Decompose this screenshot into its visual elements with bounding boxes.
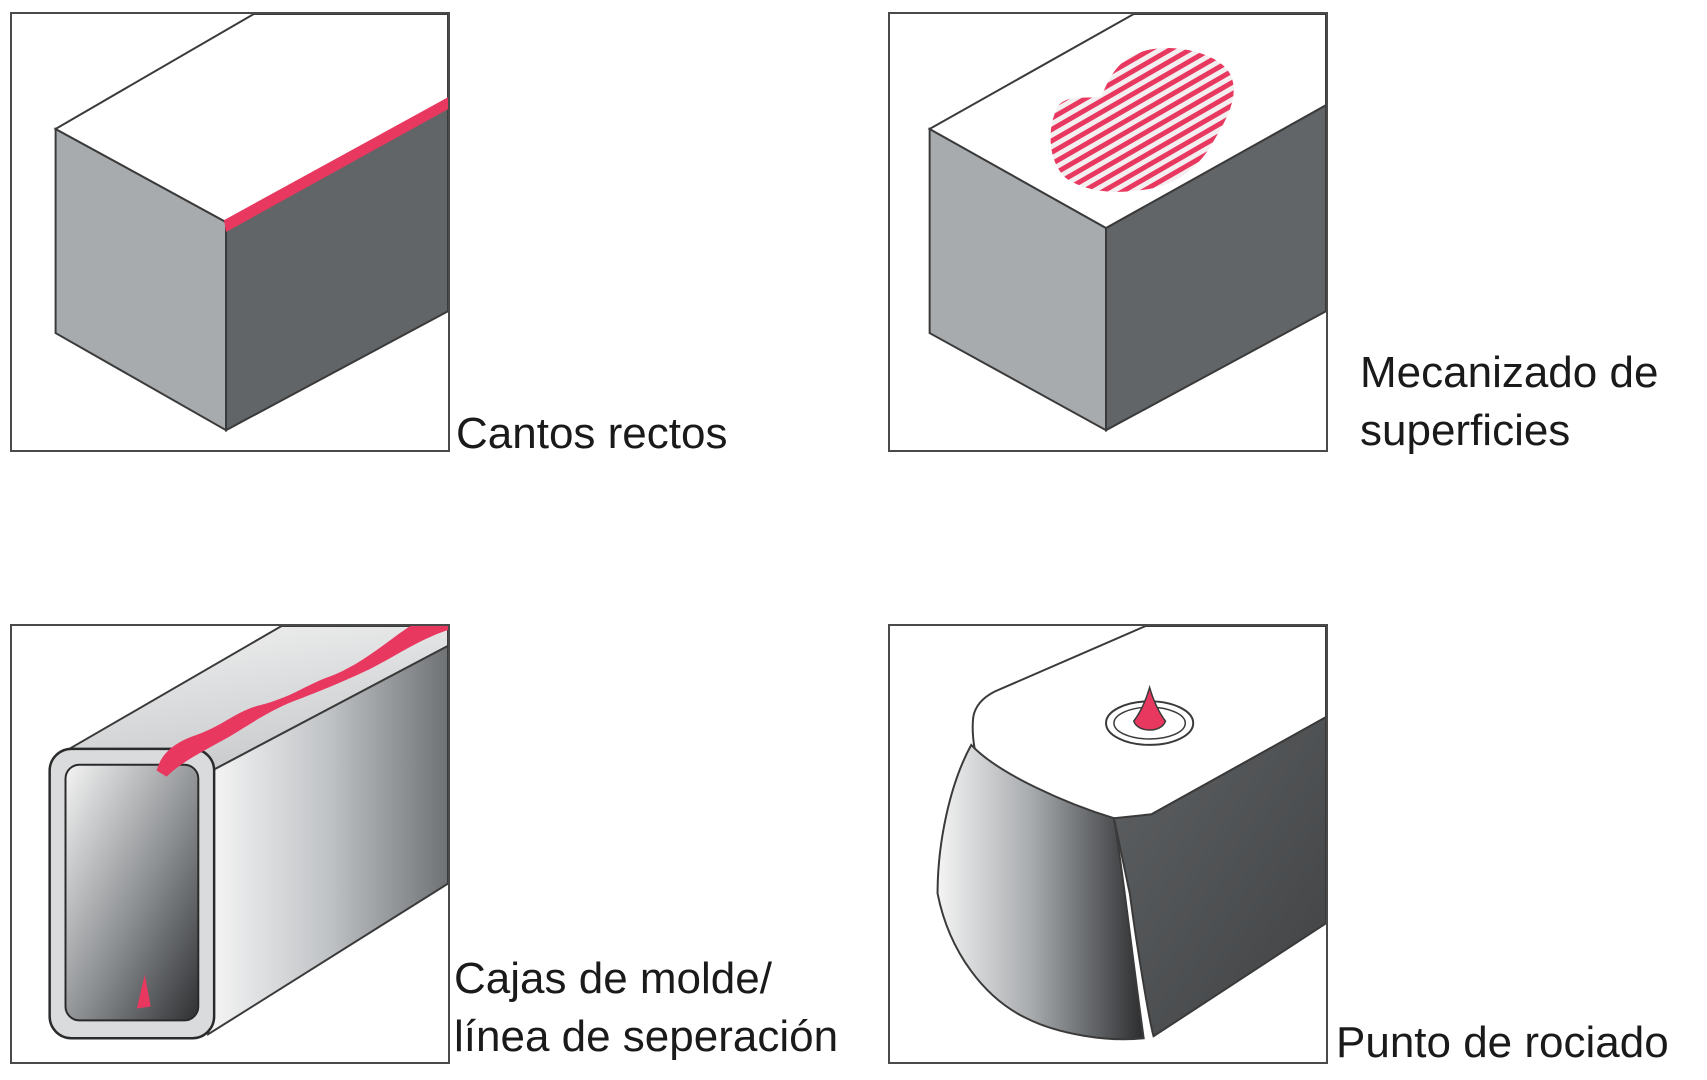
caption-line: Mecanizado de [1360, 348, 1659, 397]
caption-line: superficies [1360, 406, 1571, 455]
surface-machining-illustration [927, 14, 1326, 432]
injection-point-mark [1132, 684, 1167, 731]
parting-line [156, 626, 448, 777]
tube-opening [64, 763, 200, 1022]
caption-injection-point: Punto de rociado [1336, 1014, 1669, 1072]
caption-line: línea de seperación [454, 1012, 839, 1061]
mould-boxes-illustration [48, 626, 448, 1040]
highlighted-edge [224, 97, 448, 233]
panel-surface-machining [888, 12, 1328, 452]
rounded-front-face [936, 743, 1145, 1041]
caption-line: Cantos rectos [456, 409, 728, 458]
straight-edges-illustration [53, 14, 448, 432]
caption-line: Cajas de molde/ [454, 954, 772, 1003]
caption-straight-edges: Cantos rectos [456, 405, 727, 463]
caption-mould-boxes: Cajas de molde/ línea de seperación [454, 950, 838, 1066]
caption-line: Punto de rociado [1336, 1018, 1669, 1067]
panel-mould-boxes [10, 624, 450, 1064]
rounded-side-face [1112, 716, 1326, 1038]
panel-straight-edges [10, 12, 450, 452]
block-top-face [53, 14, 448, 224]
caption-surface-machining: Mecanizado de superficies [1360, 344, 1658, 460]
injection-point-illustration [936, 626, 1326, 1041]
parting-line-bottom [136, 974, 151, 1009]
panel-injection-point [888, 624, 1328, 1064]
